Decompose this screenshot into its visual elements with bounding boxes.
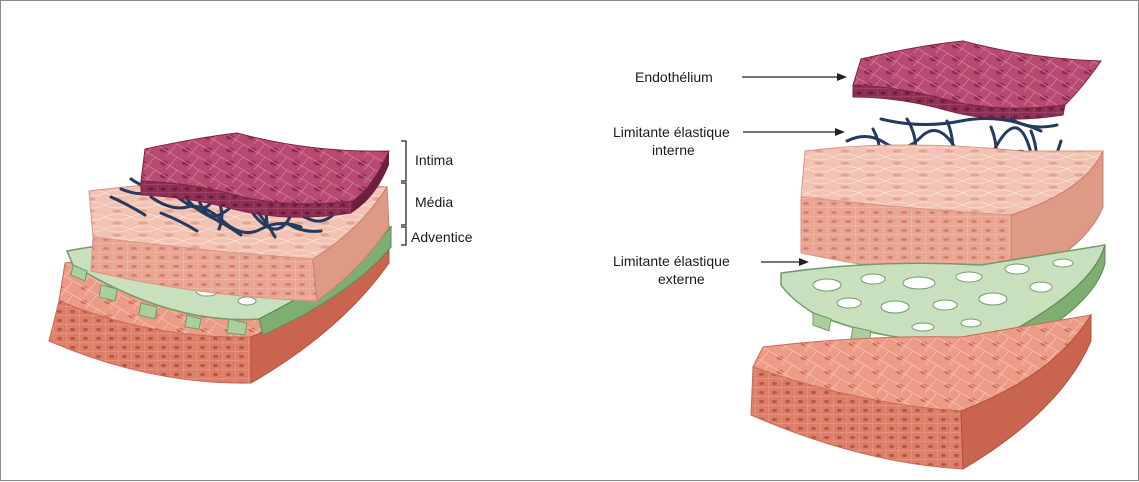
right-endothelium-layer xyxy=(853,41,1101,119)
label-media: Média xyxy=(415,194,453,210)
left-vessel-wall: Intima Média Adventice xyxy=(49,133,473,383)
label-endothelium: Endothélium xyxy=(635,69,713,85)
label-internal-elastic-line2: interne xyxy=(652,142,695,158)
left-layer-brackets xyxy=(401,141,406,245)
label-adventice: Adventice xyxy=(411,229,473,245)
label-internal-elastic-line1: Limitante élastique xyxy=(613,124,730,140)
intima-bracket xyxy=(401,141,406,181)
right-adventice-layer xyxy=(751,315,1091,469)
label-intima: Intima xyxy=(415,152,453,168)
right-exploded-vessel-wall: Endothélium Limitante élastique interne … xyxy=(613,41,1105,469)
label-external-elastic-line1: Limitante élastique xyxy=(613,253,730,269)
adventice-bracket xyxy=(401,227,406,245)
label-external-elastic-line2: externe xyxy=(658,271,705,287)
media-bracket xyxy=(401,183,406,225)
